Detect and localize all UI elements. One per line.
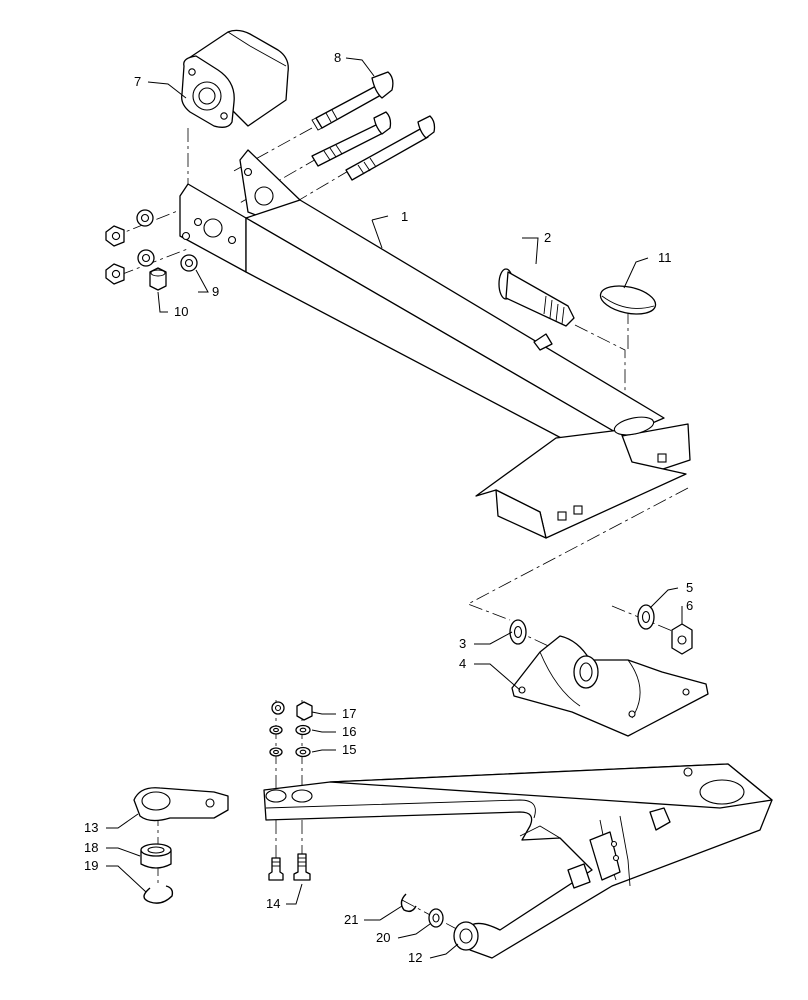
washer-left-1[interactable]: [269, 725, 283, 735]
callout-10: 10: [174, 304, 188, 319]
callout-11: 11: [658, 250, 672, 265]
part-11-plug[interactable]: [598, 281, 658, 318]
part-3-washer[interactable]: [509, 619, 527, 645]
callout-8: 8: [334, 50, 341, 65]
part-5-washer[interactable]: [637, 604, 655, 630]
part-4-pivot-bracket[interactable]: [511, 635, 709, 737]
part-18-bushing[interactable]: [140, 843, 172, 869]
callout-18: 18: [84, 840, 98, 855]
part-16-washer[interactable]: [295, 724, 311, 736]
leader-lines: [106, 57, 683, 959]
callout-13: 13: [84, 820, 98, 835]
bolt-upper[interactable]: [311, 111, 392, 167]
part-14-bolt[interactable]: [293, 853, 311, 881]
callout-14: 14: [266, 896, 280, 911]
bolt-left-bottom[interactable]: [268, 857, 284, 881]
nut-upper-left[interactable]: [105, 225, 125, 247]
callout-5: 5: [686, 580, 693, 595]
lock-washer-upper[interactable]: [136, 209, 154, 227]
callout-7: 7: [134, 74, 141, 89]
part-6-nut[interactable]: [671, 623, 693, 655]
washer-left-2[interactable]: [269, 747, 283, 757]
callout-21: 21: [344, 912, 358, 927]
callout-17: 17: [342, 706, 356, 721]
callout-3: 3: [459, 636, 466, 651]
lower-arm-frame[interactable]: [263, 763, 773, 959]
part-17-nut[interactable]: [296, 701, 313, 721]
callout-9: 9: [212, 284, 219, 299]
lock-washer-lower[interactable]: [137, 249, 155, 267]
part-8-bolt[interactable]: [311, 71, 394, 131]
bolt-lower[interactable]: [345, 115, 436, 181]
lock-washer-top-left[interactable]: [271, 701, 285, 715]
callout-4: 4: [459, 656, 466, 671]
callout-19: 19: [84, 858, 98, 873]
callout-20: 20: [376, 930, 390, 945]
part-15-washer[interactable]: [295, 746, 311, 758]
part-13-link-arm[interactable]: [133, 787, 229, 822]
callout-1: 1: [401, 209, 408, 224]
part-10-nut[interactable]: [149, 267, 167, 291]
part-19-snap-ring[interactable]: [143, 885, 174, 904]
callout-16: 16: [342, 724, 356, 739]
callout-6: 6: [686, 598, 693, 613]
nut-lower-left[interactable]: [105, 263, 125, 285]
part-20-bushing[interactable]: [428, 908, 444, 928]
part-9-washer[interactable]: [180, 254, 198, 272]
callout-2: 2: [544, 230, 551, 245]
part-7-mount-block[interactable]: [181, 29, 289, 128]
callout-labels: 1 2 3 4 5 6 7 8 9 10 11 12 13 14 15 16 1…: [84, 50, 693, 965]
part-2-carriage-bolt[interactable]: [498, 268, 575, 327]
callout-12: 12: [408, 950, 422, 965]
part-1-main-beam[interactable]: [179, 149, 691, 539]
part-21-snap-ring[interactable]: [400, 893, 417, 913]
callout-15: 15: [342, 742, 356, 757]
